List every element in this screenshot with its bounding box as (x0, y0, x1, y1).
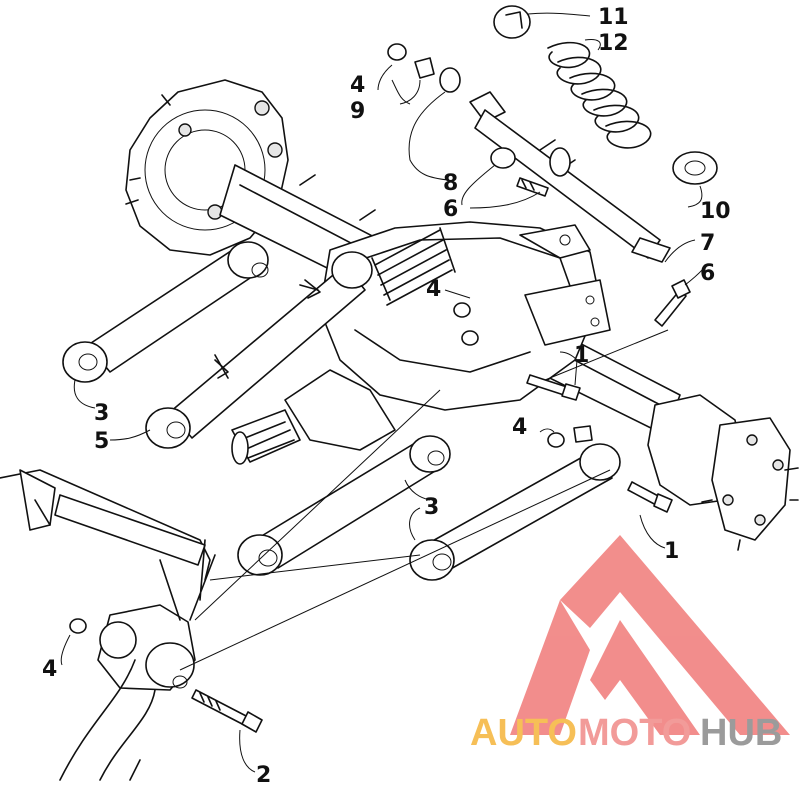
nut-4c (453, 302, 479, 346)
cotter-pin-a (304, 279, 321, 299)
upper-left-link-arm (62, 241, 269, 383)
watermark-auto: AUTO (470, 712, 577, 754)
shock-absorber (469, 91, 671, 263)
frame-bracket (0, 469, 216, 781)
top-hardware (387, 43, 549, 197)
callout-5: 5 (94, 429, 109, 454)
bolt-1b (627, 481, 673, 513)
leader-lines (60, 12, 705, 773)
callout-12: 12 (598, 31, 629, 56)
callout-1-right: 1 (664, 539, 679, 564)
callout-6-right: 6 (700, 261, 715, 286)
watermark-triangle (510, 535, 790, 735)
callout-3-left: 3 (94, 401, 109, 426)
callout-3-center: 3 (424, 495, 439, 520)
spring-retainer (493, 5, 531, 39)
callout-7: 7 (700, 231, 715, 256)
callout-labels: 11 12 4 9 8 6 10 7 6 4 1 3 5 4 3 1 4 2 (42, 5, 731, 788)
bellows-boot (371, 227, 456, 306)
callout-4-mid: 4 (426, 277, 441, 302)
callout-10: 10 (700, 199, 731, 224)
bolt-1a (526, 374, 581, 401)
cotter-pin-b (214, 359, 229, 379)
coil-spring (547, 41, 652, 149)
lower-link-arm (237, 435, 451, 576)
bolt-2 (191, 689, 263, 733)
watermark-logo: AUTO MOTO HUB (470, 535, 790, 754)
callout-6-top: 6 (443, 197, 458, 222)
bolt-6b (654, 279, 691, 327)
watermark-moto: MOTO (578, 712, 691, 754)
mid-link-arm (145, 251, 373, 449)
callout-4-lower: 4 (42, 657, 57, 682)
pinion-shaft (231, 369, 396, 465)
callout-8: 8 (443, 171, 458, 196)
callout-4-right: 4 (512, 415, 527, 440)
right-axle-hub (647, 394, 799, 551)
nut-4b (547, 425, 593, 448)
watermark-hub: HUB (700, 712, 782, 754)
callout-1-mid: 1 (574, 343, 589, 368)
spring-seat (672, 151, 718, 185)
callout-11: 11 (598, 5, 629, 30)
lower-right-link-arm (409, 443, 621, 581)
callout-2: 2 (256, 763, 271, 788)
callout-9: 9 (350, 99, 365, 124)
callout-4-top: 4 (350, 73, 365, 98)
nut-4d (69, 618, 87, 634)
